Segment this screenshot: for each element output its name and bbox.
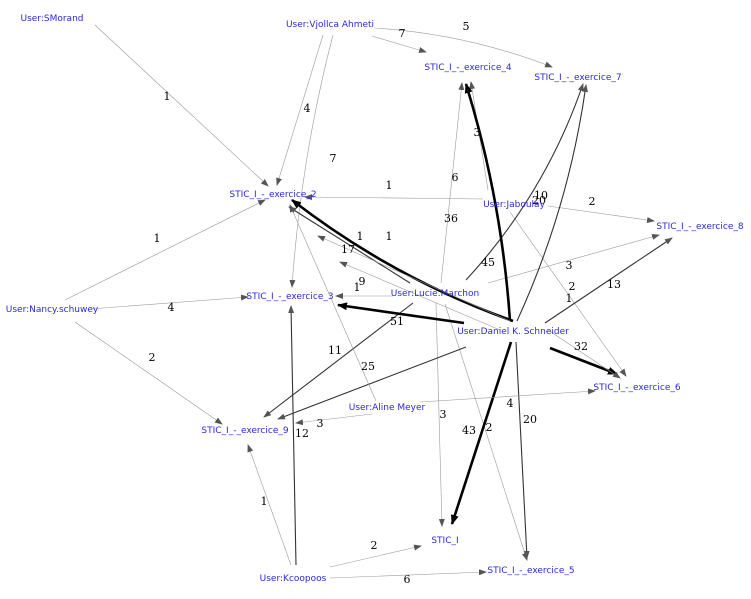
node-smorand[interactable]: User:SMorand <box>20 14 83 24</box>
edge-lucie-ex8 <box>487 234 660 284</box>
edge-weight-label: 43 <box>462 424 476 437</box>
node-ex4[interactable]: STIC_I_-_exercice_4 <box>424 63 511 73</box>
node-aline[interactable]: User:Aline Meyer <box>349 403 426 413</box>
edge-weight-label: 36 <box>444 212 458 225</box>
edge-weight-label: 20 <box>523 413 537 426</box>
edge-lucie-ex7 <box>465 83 584 281</box>
edge-daniel-ex2 <box>291 198 514 323</box>
node-nancy[interactable]: User:Nancy.schuwey <box>6 305 99 315</box>
node-vjollca[interactable]: User:Vjollca Ahmeti <box>286 20 374 30</box>
node-ex6[interactable]: STIC_I_-_exercice_6 <box>593 383 680 393</box>
edge-daniel-ex2 <box>317 235 511 322</box>
edge-weight-label: 25 <box>361 360 375 373</box>
edge-weight-label: 4 <box>168 301 175 314</box>
edge-jaboulay-ex8 <box>547 205 655 223</box>
edge-labels-layer: 1754714231221796103113245362051133225432… <box>149 20 622 586</box>
edge-weight-label: 4 <box>304 102 311 115</box>
node-stic[interactable]: STIC_I <box>431 536 458 546</box>
edge-weight-label: 51 <box>390 315 404 328</box>
edge-weight-label: 6 <box>452 171 459 184</box>
edge-weight-label: 1 <box>354 281 361 294</box>
edge-weight-label: 1 <box>164 90 171 103</box>
edge-weight-label: 7 <box>399 27 406 40</box>
edge-weight-label: 2 <box>589 195 596 208</box>
node-ex8[interactable]: STIC_I_-_exercice_8 <box>656 222 743 232</box>
edge-smorand-ex2 <box>94 24 269 187</box>
edge-weight-label: 1 <box>261 495 268 508</box>
edge-daniel-ex3 <box>337 302 465 325</box>
node-ex9[interactable]: STIC_I_-_exercice_9 <box>201 426 288 436</box>
node-ex3[interactable]: STIC_I_-_exercice_3 <box>246 292 333 302</box>
edge-vjollca-ex2 <box>276 34 324 186</box>
edge-weight-label: 6 <box>404 573 411 586</box>
edge-nancy-ex9 <box>74 321 223 425</box>
edge-aline-ex2 <box>289 204 377 402</box>
edge-weight-label: 13 <box>607 278 621 291</box>
edge-kcoopoos-ex5 <box>329 569 487 579</box>
node-lucie[interactable]: User:Lucie.Marchon <box>391 289 479 299</box>
edge-daniel-ex5 <box>515 341 530 559</box>
node-ex7[interactable]: STIC_I_-_exercice_7 <box>534 73 621 83</box>
edge-daniel-stic <box>450 341 513 525</box>
node-kcoopoos[interactable]: User:Kcoopoos <box>260 574 327 584</box>
edge-nancy-ex2 <box>64 199 266 301</box>
edge-weight-label: 4 <box>507 397 514 410</box>
edge-lucie-ex9 <box>263 302 414 418</box>
edge-daniel-ex9 <box>277 346 467 420</box>
edge-weight-label: 2 <box>486 421 493 434</box>
edge-kcoopoos-ex3 <box>288 305 297 566</box>
node-ex5[interactable]: STIC_I_-_exercice_5 <box>487 566 574 576</box>
edge-lucie-ex5 <box>444 303 528 561</box>
edge-weight-label: 12 <box>295 427 309 440</box>
edge-weight-label: 1 <box>154 232 161 245</box>
edge-weight-label: 17 <box>341 243 355 256</box>
edge-daniel-ex3 <box>339 261 501 331</box>
edge-weight-label: 9 <box>359 275 366 288</box>
edge-weight-label: 2 <box>569 280 576 293</box>
edge-vjollca-ex4 <box>371 35 427 53</box>
edge-weight-label: 1 <box>566 292 573 305</box>
edge-weight-label: 5 <box>463 20 470 33</box>
edge-weight-label: 2 <box>149 351 156 364</box>
edge-weight-label: 3 <box>440 408 447 421</box>
edge-aline-ex6 <box>419 388 596 403</box>
node-ex2[interactable]: STIC_I_-_exercice_2 <box>229 190 316 200</box>
edge-weight-label: 3 <box>317 417 324 430</box>
edge-weight-label: 3 <box>474 126 481 139</box>
node-daniel[interactable]: User:Daniel K. Schneider <box>457 327 569 337</box>
edge-weight-label: 10 <box>534 189 548 202</box>
edge-weight-label: 7 <box>330 152 337 165</box>
node-jaboulay[interactable]: User:Jaboulay <box>483 200 545 210</box>
edge-lucie-ex2 <box>288 206 411 284</box>
edges-layer <box>64 24 673 579</box>
edge-weight-label: 1 <box>386 179 393 192</box>
edge-aline-ex9 <box>295 413 373 426</box>
edge-vjollca-ex3 <box>289 34 334 288</box>
edge-weight-label: 1 <box>386 230 393 243</box>
edge-jaboulay-ex6 <box>509 211 627 377</box>
edge-lucie-stic <box>435 302 445 527</box>
edge-weight-label: 2 <box>371 539 378 552</box>
edge-jaboulay-ex2 <box>304 194 484 201</box>
edge-weight-label: 32 <box>574 340 588 353</box>
edge-weight-label: 3 <box>566 259 573 272</box>
edge-kcoopoos-stic <box>329 544 422 568</box>
edge-weight-label: 45 <box>481 256 495 269</box>
edge-daniel-ex4 <box>464 83 512 322</box>
edge-daniel-ex7 <box>516 84 588 322</box>
edge-daniel-ex8 <box>544 237 673 324</box>
edge-weight-label: 11 <box>328 344 342 357</box>
edge-weight-label: 20 <box>532 194 546 207</box>
edge-vjollca-ex7 <box>374 27 553 68</box>
edge-weight-label: 1 <box>357 230 364 243</box>
edge-daniel-ex6 <box>547 329 621 379</box>
edge-nancy-ex3 <box>89 294 249 310</box>
edge-kcoopoos-ex9 <box>247 444 292 566</box>
edge-lucie-ex4 <box>440 82 465 284</box>
